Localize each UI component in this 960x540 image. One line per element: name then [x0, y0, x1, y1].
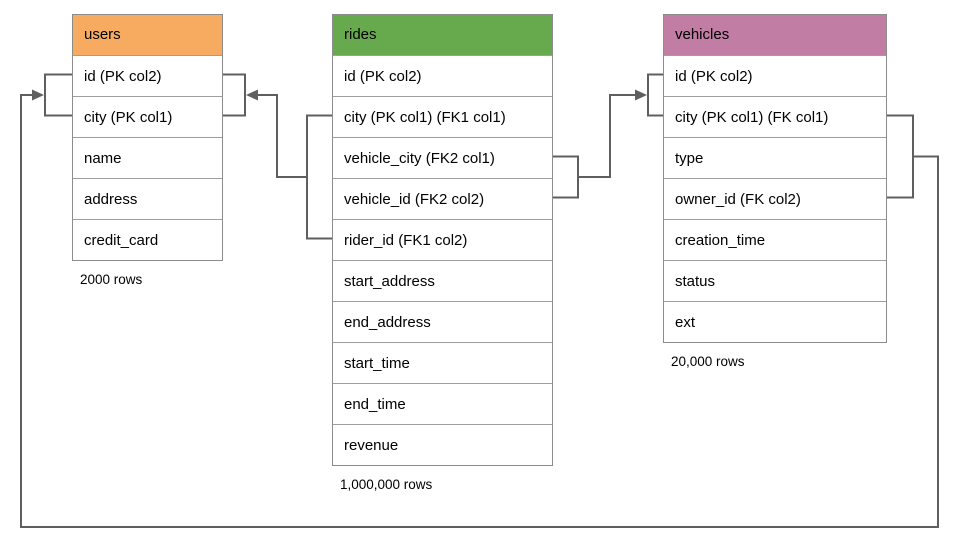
table-vehicles-row-count: 20,000 rows — [671, 354, 745, 369]
table-name: vehicles — [675, 26, 730, 43]
table-vehicles-box: vehicles id (PK col2) city (PK col1) (FK … — [663, 14, 887, 343]
column-label: vehicle_id (FK2 col2) — [344, 191, 485, 208]
table-users-box: users id (PK col2) city (PK col1) name addr… — [72, 14, 223, 261]
table-row: status — [664, 260, 886, 301]
column-label: id (PK col2) — [344, 68, 422, 85]
column-label: vehicle_city (FK2 col1) — [344, 150, 495, 167]
table-row: owner_id (FK col2) — [664, 178, 886, 219]
table-row: start_address — [333, 260, 552, 301]
table-row: creation_time — [664, 219, 886, 260]
fk1-rides-to-users-line — [258, 94, 307, 178]
table-users: users id (PK col2) city (PK col1) name addr… — [72, 14, 223, 287]
table-row: city (PK col1) (FK1 col1) — [333, 96, 552, 137]
table-row: vehicle_city (FK2 col1) — [333, 137, 552, 178]
users-right-key-bracket — [223, 73, 246, 117]
vehicles-left-key-bracket — [647, 73, 663, 117]
column-label: city (PK col1) — [84, 109, 173, 126]
column-label: address — [84, 191, 138, 208]
table-name: rides — [344, 26, 377, 43]
table-row: start_time — [333, 342, 552, 383]
table-rides-rows: id (PK col2) city (PK col1) (FK1 col1) veh… — [333, 55, 552, 465]
table-row: end_time — [333, 383, 552, 424]
table-row: city (PK col1) — [73, 96, 222, 137]
column-label: ext — [675, 314, 696, 331]
table-users-rows: id (PK col2) city (PK col1) name address cre… — [73, 55, 222, 260]
column-label: creation_time — [675, 232, 766, 249]
rides-fk1-bracket — [306, 114, 332, 240]
table-row: name — [73, 137, 222, 178]
table-row: credit_card — [73, 219, 222, 260]
table-row: address — [73, 178, 222, 219]
column-label: owner_id (FK col2) — [675, 191, 801, 208]
table-row: vehicle_id (FK2 col2) — [333, 178, 552, 219]
table-row: city (PK col1) (FK col1) — [664, 96, 886, 137]
fk2-rides-to-vehicles-line — [578, 94, 636, 178]
table-users-row-count: 2000 rows — [80, 272, 143, 287]
column-label: end_time — [344, 396, 406, 413]
table-name: users — [84, 26, 121, 43]
column-label: start_time — [344, 355, 410, 372]
table-rides-header: rides — [333, 15, 552, 55]
table-vehicles-rows: id (PK col2) city (PK col1) (FK col1) type… — [664, 55, 886, 342]
table-row: id (PK col2) — [664, 55, 886, 96]
table-row: ext — [664, 301, 886, 342]
table-rides-box: rides id (PK col2) city (PK col1) (FK1 co… — [332, 14, 553, 466]
table-row: type — [664, 137, 886, 178]
rides-fk2-bracket — [553, 155, 579, 199]
fk1-arrowhead-icon — [246, 89, 258, 101]
users-left-key-bracket — [44, 73, 72, 117]
table-users-header: users — [73, 15, 222, 55]
column-label: type — [675, 150, 704, 167]
column-label: start_address — [344, 273, 435, 290]
column-label: credit_card — [84, 232, 159, 249]
column-label: city (PK col1) (FK col1) — [675, 109, 829, 126]
column-label: id (PK col2) — [84, 68, 162, 85]
table-vehicles-header: vehicles — [664, 15, 886, 55]
column-label: name — [84, 150, 122, 167]
vehicles-fk-bracket — [887, 114, 914, 199]
table-rides: rides id (PK col2) city (PK col1) (FK1 co… — [332, 14, 553, 492]
column-label: status — [675, 273, 716, 290]
table-row: id (PK col2) — [73, 55, 222, 96]
table-row: revenue — [333, 424, 552, 465]
table-row: end_address — [333, 301, 552, 342]
table-vehicles: vehicles id (PK col2) city (PK col1) (FK … — [663, 14, 887, 369]
table-row: rider_id (FK1 col2) — [333, 219, 552, 260]
table-rides-row-count: 1,000,000 rows — [340, 477, 433, 492]
column-label: revenue — [344, 437, 399, 454]
column-label: city (PK col1) (FK1 col1) — [344, 109, 506, 126]
table-row: id (PK col2) — [333, 55, 552, 96]
fk2-arrowhead-icon — [635, 89, 647, 101]
column-label: id (PK col2) — [675, 68, 753, 85]
fk-vehicles-to-users-line — [20, 94, 939, 528]
column-label: rider_id (FK1 col2) — [344, 232, 468, 249]
fk-arrowhead-icon — [32, 89, 44, 101]
column-label: end_address — [344, 314, 431, 331]
